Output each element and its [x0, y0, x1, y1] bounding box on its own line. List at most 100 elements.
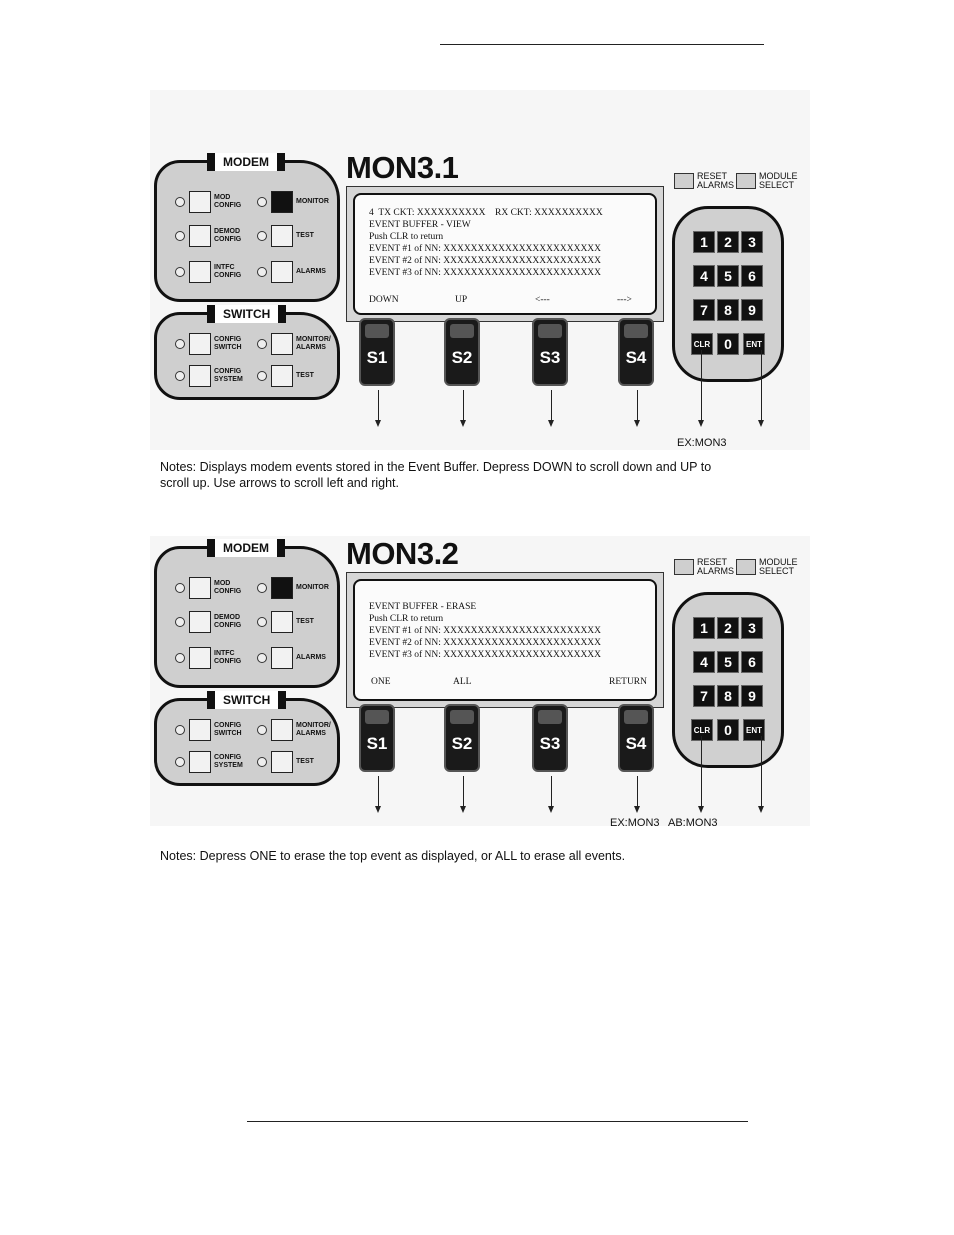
key-7[interactable]: 7	[693, 685, 715, 707]
key-3[interactable]: 3	[741, 231, 763, 253]
modem-btn-intfc-config[interactable]: INTFC CONFIG	[175, 261, 252, 283]
button-key[interactable]	[189, 751, 211, 773]
button-key[interactable]	[189, 261, 211, 283]
soft-key-s4[interactable]: S4	[618, 704, 654, 772]
arrow-down-icon	[634, 420, 640, 427]
button-key[interactable]	[271, 261, 293, 283]
key-7[interactable]: 7	[693, 299, 715, 321]
modem-btn-test[interactable]: TEST	[257, 611, 334, 633]
switch-btn-config-switch[interactable]: CONFIG SWITCH	[175, 719, 252, 741]
button-key[interactable]	[189, 647, 211, 669]
button-key[interactable]	[271, 751, 293, 773]
switch-btn-test[interactable]: TEST	[257, 751, 334, 773]
key-5[interactable]: 5	[717, 265, 739, 287]
button-key[interactable]	[271, 225, 293, 247]
soft-key-s1[interactable]: S1	[359, 318, 395, 386]
button-key[interactable]	[271, 611, 293, 633]
arrow-s1	[378, 776, 379, 806]
key-ent[interactable]: ENT	[743, 333, 765, 355]
led-icon	[175, 267, 185, 277]
led-icon	[257, 583, 267, 593]
button-key[interactable]	[189, 577, 211, 599]
reset-alarms-icon	[674, 559, 694, 575]
key-ent[interactable]: ENT	[743, 719, 765, 741]
bottom-rule	[247, 1121, 748, 1122]
button-key[interactable]	[271, 365, 293, 387]
switch-btn-test[interactable]: TEST	[257, 365, 334, 387]
modem-btn-demod-config[interactable]: DEMOD CONFIG	[175, 611, 252, 633]
button-key[interactable]	[271, 719, 293, 741]
arrow-down-icon	[375, 806, 381, 813]
arrow-down-icon	[758, 420, 764, 427]
modem-btn-alarms[interactable]: ALARMS	[257, 261, 334, 283]
soft-key-s3[interactable]: S3	[532, 318, 568, 386]
soft-key-s3[interactable]: S3	[532, 704, 568, 772]
key-0[interactable]: 0	[717, 719, 739, 741]
arrow-ent	[761, 736, 762, 806]
arrow-s3	[551, 390, 552, 420]
button-key[interactable]	[189, 225, 211, 247]
modem-btn-mod-config[interactable]: MOD CONFIG	[175, 191, 252, 213]
key-clr[interactable]: CLR	[691, 333, 713, 355]
switch-btn-config-system[interactable]: CONFIG SYSTEM	[175, 751, 252, 773]
button-key[interactable]	[189, 333, 211, 355]
button-key-active[interactable]	[271, 577, 293, 599]
modem-panel: MODEM MOD CONFIG MONITOR DEMOD CONFIG TE…	[154, 153, 340, 302]
arrow-clr	[701, 350, 702, 420]
modem-btn-intfc-config[interactable]: INTFC CONFIG	[175, 647, 252, 669]
led-icon	[257, 617, 267, 627]
reset-alarms-icon	[674, 173, 694, 189]
soft-key-s4[interactable]: S4	[618, 318, 654, 386]
soft-key-s2[interactable]: S2	[444, 318, 480, 386]
lcd-line: EVENT #2 of NN: XXXXXXXXXXXXXXXXXXXXXXX	[369, 256, 602, 266]
soft-key-s2[interactable]: S2	[444, 704, 480, 772]
key-6[interactable]: 6	[741, 265, 763, 287]
key-1[interactable]: 1	[693, 231, 715, 253]
soft-key-s1[interactable]: S1	[359, 704, 395, 772]
module-select-icon	[736, 173, 756, 189]
key-1[interactable]: 1	[693, 617, 715, 639]
button-key[interactable]	[271, 333, 293, 355]
softkey-label-s2: UP	[455, 295, 468, 305]
modem-btn-alarms[interactable]: ALARMS	[257, 647, 334, 669]
button-key[interactable]	[189, 191, 211, 213]
key-8[interactable]: 8	[717, 299, 739, 321]
key-2[interactable]: 2	[717, 231, 739, 253]
button-key[interactable]	[189, 611, 211, 633]
led-icon	[257, 371, 267, 381]
key-8[interactable]: 8	[717, 685, 739, 707]
key-9[interactable]: 9	[741, 299, 763, 321]
key-0[interactable]: 0	[717, 333, 739, 355]
key-3[interactable]: 3	[741, 617, 763, 639]
switch-btn-config-system[interactable]: CONFIG SYSTEM	[175, 365, 252, 387]
modem-panel-title: MODEM	[207, 153, 285, 171]
modem-btn-mod-config[interactable]: MOD CONFIG	[175, 577, 252, 599]
arrow-ent	[761, 350, 762, 420]
button-key-active[interactable]	[271, 191, 293, 213]
led-icon	[257, 339, 267, 349]
switch-btn-monitor-alarms[interactable]: MONITOR/ ALARMS	[257, 333, 334, 355]
key-9[interactable]: 9	[741, 685, 763, 707]
arrow-s2	[463, 390, 464, 420]
button-key[interactable]	[189, 719, 211, 741]
arrow-s4	[637, 390, 638, 420]
key-clr[interactable]: CLR	[691, 719, 713, 741]
button-key[interactable]	[189, 365, 211, 387]
key-4[interactable]: 4	[693, 651, 715, 673]
switch-btn-config-switch[interactable]: CONFIG SWITCH	[175, 333, 252, 355]
lcd-line: EVENT BUFFER - VIEW	[369, 220, 471, 230]
key-4[interactable]: 4	[693, 265, 715, 287]
key-6[interactable]: 6	[741, 651, 763, 673]
key-2[interactable]: 2	[717, 617, 739, 639]
modem-btn-test[interactable]: TEST	[257, 225, 334, 247]
lcd-frame: EVENT BUFFER - ERASE Push CLR to return …	[346, 572, 664, 708]
switch-btn-monitor-alarms[interactable]: MONITOR/ ALARMS	[257, 719, 334, 741]
notes-mon3-1: Notes: Displays modem events stored in t…	[160, 460, 712, 490]
key-5[interactable]: 5	[717, 651, 739, 673]
button-key[interactable]	[271, 647, 293, 669]
led-icon	[257, 757, 267, 767]
modem-btn-monitor[interactable]: MONITOR	[257, 577, 334, 599]
modem-btn-demod-config[interactable]: DEMOD CONFIG	[175, 225, 252, 247]
notes-mon3-2: Notes: Depress ONE to erase the top even…	[160, 849, 626, 863]
modem-btn-monitor[interactable]: MONITOR	[257, 191, 334, 213]
